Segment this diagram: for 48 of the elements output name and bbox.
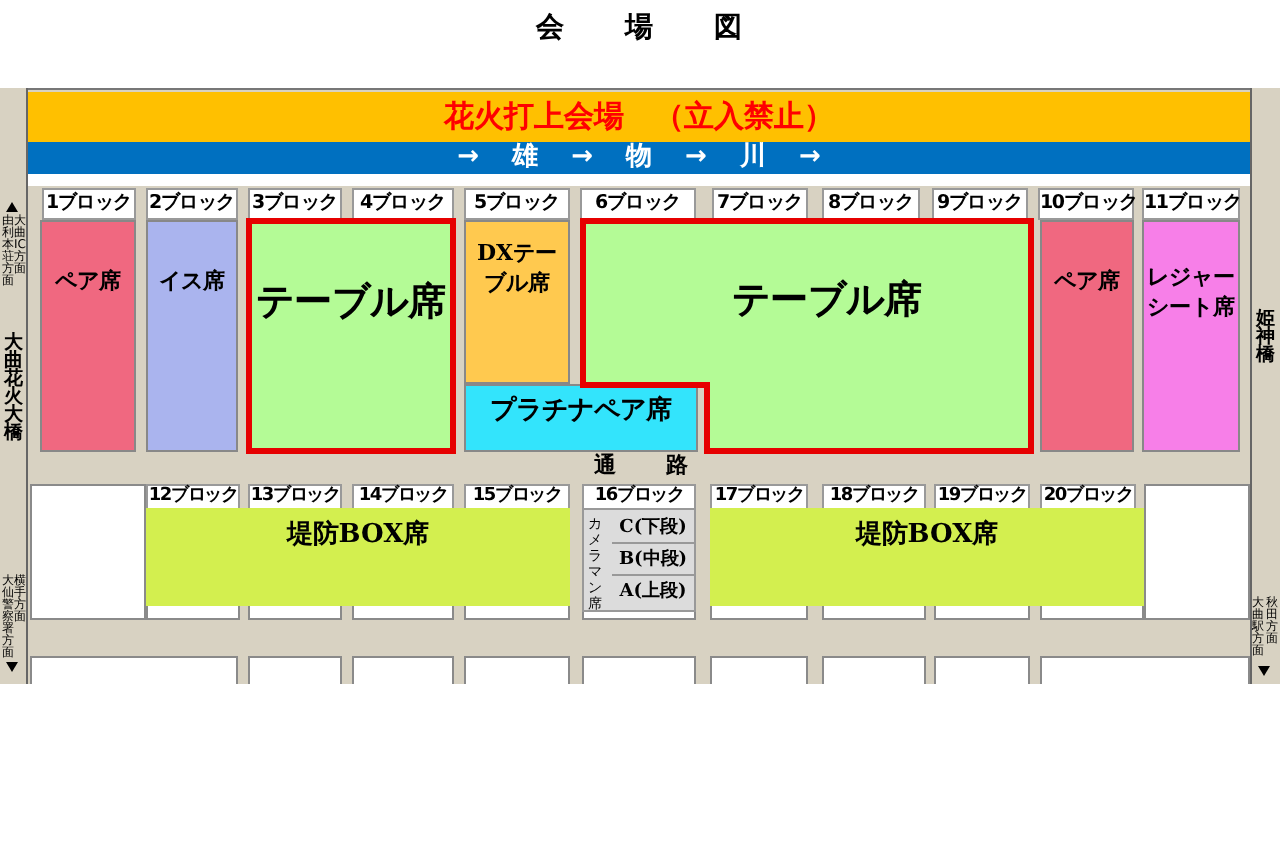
empty-lot	[822, 656, 926, 684]
empty-lot	[352, 656, 454, 684]
block-tab: 1ブロック	[42, 188, 136, 220]
empty-lot	[582, 656, 696, 684]
seating-area: テーブル席	[246, 218, 456, 454]
empty-lot	[1144, 484, 1250, 620]
block-tab: 2ブロック	[146, 188, 238, 220]
river-band: → 雄 → 物 → 川 →	[28, 142, 1250, 174]
block-tab: 5ブロック	[464, 188, 570, 220]
block-tab: 19ブロック	[934, 484, 1030, 510]
block-tab: 7ブロック	[712, 188, 808, 220]
empty-lot	[1040, 656, 1250, 684]
seating-area: レジャーシート席	[1142, 220, 1240, 452]
block-tab: 14ブロック	[352, 484, 454, 510]
empty-lot	[248, 656, 342, 684]
block-tab: 9ブロック	[932, 188, 1028, 220]
block-tab: 6ブロック	[580, 188, 696, 220]
block-tab: 18ブロック	[822, 484, 926, 510]
block-tab: 4ブロック	[352, 188, 454, 220]
block-tab: 15ブロック	[464, 484, 570, 510]
seating-area: プラチナペア席	[464, 384, 698, 452]
seat-row: C(下段)	[612, 514, 694, 544]
block-tab: 11ブロック	[1142, 188, 1240, 220]
walkway-label: 通路	[594, 454, 688, 476]
restricted-zone-band: 花火打上会場 （立入禁止）	[28, 92, 1250, 142]
block-tab: 10ブロック	[1038, 188, 1134, 220]
map-title: 会場図	[536, 10, 742, 46]
block-tab: 16ブロック	[582, 484, 696, 510]
seating-area: 堤防BOX席	[146, 508, 570, 606]
block-tab: 20ブロック	[1040, 484, 1136, 510]
block-tab: 8ブロック	[822, 188, 920, 220]
seating-area: イス席	[146, 220, 238, 452]
empty-lot	[464, 656, 570, 684]
empty-lot	[710, 656, 808, 684]
seating-area: DXテーブル席	[464, 220, 570, 384]
camera-stand	[582, 508, 696, 612]
seat-row: A(上段)	[612, 578, 694, 608]
seating-area: ペア席	[40, 220, 136, 452]
seat-row: B(中段)	[612, 546, 694, 576]
block-tab: 12ブロック	[146, 484, 240, 510]
empty-lot	[934, 656, 1030, 684]
block-tab: 13ブロック	[248, 484, 342, 510]
empty-lot	[30, 484, 146, 620]
empty-lot	[30, 656, 238, 684]
block-tab: 3ブロック	[248, 188, 342, 220]
seating-area: 堤防BOX席	[710, 508, 1144, 606]
block-tab: 17ブロック	[710, 484, 808, 510]
seating-area: ペア席	[1040, 220, 1134, 452]
